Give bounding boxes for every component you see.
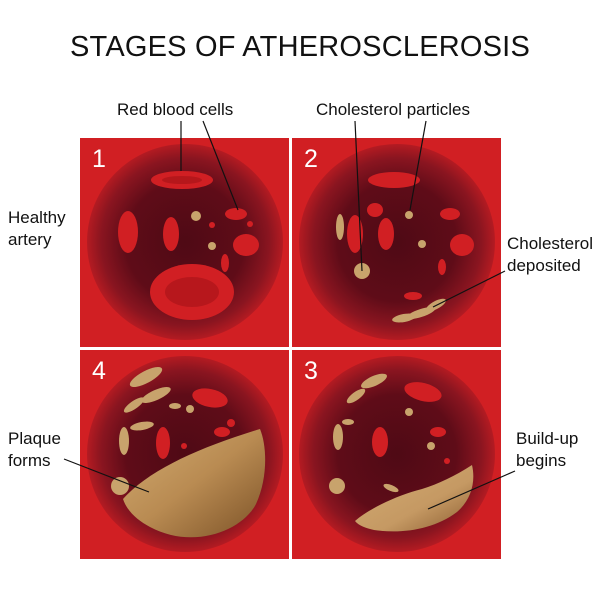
cholesterol-particle [130,421,154,431]
red-blood-cell [430,427,446,437]
cholesterol-particle [129,367,163,387]
panel-number: 4 [92,357,106,385]
red-blood-cell [214,427,230,437]
label-healthy-artery-line-1: Healthy [8,208,66,227]
label-cholesterol-deposited: Cholesterol deposited [507,233,593,277]
panel-number: 3 [304,357,318,385]
cholesterol-particle [333,424,343,450]
cholesterol-particle [111,477,129,495]
red-blood-cell [247,221,253,227]
artery-panel-3-illustration [292,350,501,559]
cholesterol-particle [418,240,426,248]
artery-panel-4: 4 [80,350,289,559]
cholesterol-particle [383,483,399,493]
label-plaque-forms: Plaque forms [8,428,61,472]
cholesterol-particle [405,211,413,219]
cholesterol-particle [361,373,387,389]
red-blood-cell [450,234,474,256]
cholesterol-particle [329,478,345,494]
artery-panel-2-illustration [292,138,501,347]
red-blood-cell [367,203,383,217]
label-plaque-forms-line-2: forms [8,451,51,470]
red-blood-cell [378,218,394,250]
red-blood-cell [209,222,215,228]
red-blood-cell [347,215,363,253]
red-blood-cell [192,388,228,408]
panel-number: 2 [304,145,318,173]
label-buildup-begins-line-1: Build-up [516,429,579,448]
red-blood-cell [368,172,420,188]
red-blood-cell [227,419,235,427]
artery-panel-2: 2 [292,138,501,347]
cholesterol-deposit [392,313,416,323]
cholesterol-particle [208,242,216,250]
panel-number: 1 [92,145,106,173]
red-blood-cell [181,443,187,449]
artery-panel-3: 3 [292,350,501,559]
label-healthy-artery-line-2: artery [8,230,52,249]
cholesterol-particle [405,408,413,416]
label-red-blood-cells: Red blood cells [117,100,234,119]
red-blood-cell [440,208,460,220]
cholesterol-particle [123,397,145,413]
cholesterol-particle [186,405,194,413]
plaque [123,429,266,538]
cholesterol-particle [119,427,129,455]
red-blood-cell [438,259,446,275]
red-blood-cell [404,292,422,300]
cholesterol-particle [342,419,354,425]
red-blood-cell [233,234,259,256]
diagram-title: STAGES OF ATHEROSCLEROSIS [70,31,530,63]
label-healthy-artery: Healthy artery [8,207,66,251]
red-blood-cell [372,427,388,457]
red-blood-cell-center [162,176,202,184]
red-blood-cell [118,211,138,253]
cholesterol-particle [169,403,181,409]
artery-panel-4-illustration [80,350,289,559]
artery-panel-1-illustration [80,138,289,347]
cholesterol-particle [336,214,344,240]
label-cholesterol-deposited-line-1: Cholesterol [507,234,593,253]
label-plaque-forms-line-1: Plaque [8,429,61,448]
cholesterol-particle [346,388,366,404]
red-blood-cell [156,427,170,459]
cholesterol-particle [427,442,435,450]
artery-panel-1: 1 [80,138,289,347]
red-blood-cell [404,382,442,402]
label-buildup-begins-line-2: begins [516,451,567,470]
red-blood-cell [163,217,179,251]
red-blood-cell [444,458,450,464]
cholesterol-particle [354,263,370,279]
red-blood-cell [221,254,229,272]
cholesterol-particle [141,387,171,403]
label-cholesterol-particles: Cholesterol particles [316,100,471,119]
red-blood-cell [225,208,247,220]
red-blood-cell-center [165,277,219,307]
label-cholesterol-deposited-line-2: deposited [507,256,581,275]
label-buildup-begins: Build-up begins [516,428,578,472]
cholesterol-particle [191,211,201,221]
